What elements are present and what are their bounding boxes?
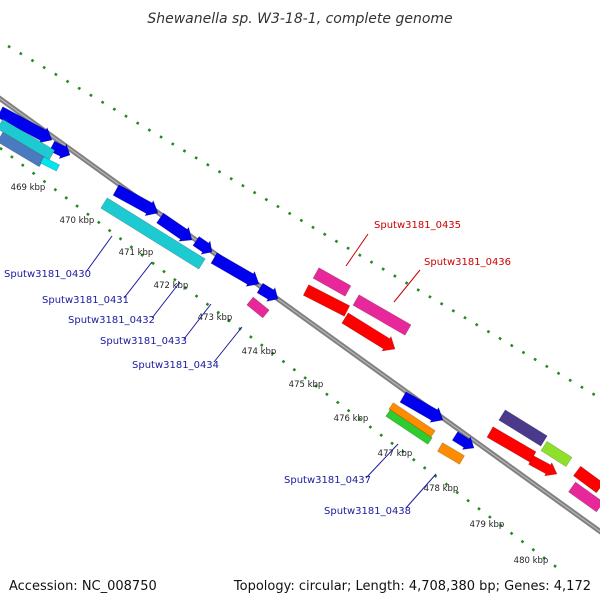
- gene-feature[interactable]: [0, 106, 53, 144]
- gene-feature[interactable]: [210, 252, 260, 287]
- gene-label[interactable]: Sputw3181_0435: [374, 220, 461, 231]
- gene-feature[interactable]: [100, 197, 206, 270]
- genome-backbone-highlight: [0, 97, 600, 533]
- tick-label: 470 kbp: [60, 216, 95, 226]
- gene-feature[interactable]: [451, 431, 475, 450]
- gene-feature[interactable]: [39, 156, 61, 172]
- gene-feature[interactable]: [498, 409, 548, 447]
- map-title: Shewanella sp. W3-18-1, complete genome: [147, 11, 452, 27]
- gene-label-leader: [183, 303, 212, 340]
- tick-label: 474 kbp: [242, 347, 277, 357]
- gene-feature[interactable]: [156, 212, 193, 242]
- tick-label: 473 kbp: [198, 313, 233, 323]
- gene-feature[interactable]: [528, 455, 558, 477]
- gene-label[interactable]: Sputw3181_0431: [42, 295, 129, 306]
- gene-feature[interactable]: [49, 140, 71, 160]
- gene-label[interactable]: Sputw3181_0430: [4, 269, 91, 280]
- tick-label: 475 kbp: [289, 380, 324, 390]
- tick-label: 477 kbp: [378, 449, 413, 459]
- gene-feature[interactable]: [302, 284, 351, 317]
- gene-feature[interactable]: [572, 465, 600, 494]
- gene-label-leader: [365, 443, 399, 479]
- gene-feature[interactable]: [385, 409, 433, 445]
- gene-label[interactable]: Sputw3181_0437: [284, 475, 371, 486]
- gene-feature[interactable]: [112, 184, 159, 217]
- outer-tick-ring: [7, 44, 600, 400]
- tick-label: 469 kbp: [11, 183, 46, 193]
- gene-label[interactable]: Sputw3181_0433: [100, 336, 187, 347]
- gene-label-leader: [151, 281, 181, 319]
- gene-feature[interactable]: [0, 131, 46, 168]
- gene-feature[interactable]: [0, 118, 56, 161]
- gene-label-leader: [85, 235, 113, 273]
- tick-label: 480 kbp: [514, 556, 549, 566]
- gene-feature[interactable]: [399, 391, 444, 423]
- gene-feature[interactable]: [341, 312, 396, 352]
- gene-label-leader: [123, 261, 153, 299]
- gene-feature[interactable]: [312, 267, 352, 297]
- gene-feature[interactable]: [486, 426, 537, 463]
- gene-feature[interactable]: [437, 442, 465, 465]
- accession-text: Accession: NC_008750: [9, 579, 157, 594]
- gene-features: [0, 106, 600, 513]
- gene-label[interactable]: Sputw3181_0438: [324, 506, 411, 517]
- gene-feature[interactable]: [540, 440, 573, 468]
- gene-feature[interactable]: [192, 236, 213, 255]
- gene-label-leader: [393, 269, 421, 303]
- tick-labels: 469 kbp 470 kbp 471 kbp 472 kbp 473 kbp 474 k…: [11, 183, 549, 566]
- tick-label: 471 kbp: [119, 248, 154, 258]
- tick-label: 479 kbp: [470, 520, 505, 530]
- gene-feature[interactable]: [246, 296, 270, 319]
- gene-feature[interactable]: [352, 294, 412, 336]
- gene-feature[interactable]: [256, 282, 279, 302]
- gene-label-leader: [405, 473, 437, 509]
- gene-label[interactable]: Sputw3181_0436: [424, 257, 511, 268]
- tick-label: 476 kbp: [334, 414, 369, 424]
- inner-tick-ring: [0, 146, 563, 570]
- gene-labels: Sputw3181_0430Sputw3181_0431Sputw3181_04…: [4, 220, 511, 517]
- tick-label: 478 kbp: [424, 484, 459, 494]
- gene-feature[interactable]: [568, 481, 600, 513]
- gene-label-leader: [345, 233, 369, 267]
- gene-label[interactable]: Sputw3181_0432: [68, 315, 155, 326]
- topology-summary: Topology: circular; Length: 4,708,380 bp…: [233, 579, 591, 594]
- gene-label-leader: [213, 326, 243, 363]
- tick-label: 472 kbp: [154, 281, 189, 291]
- gene-label[interactable]: Sputw3181_0434: [132, 360, 219, 371]
